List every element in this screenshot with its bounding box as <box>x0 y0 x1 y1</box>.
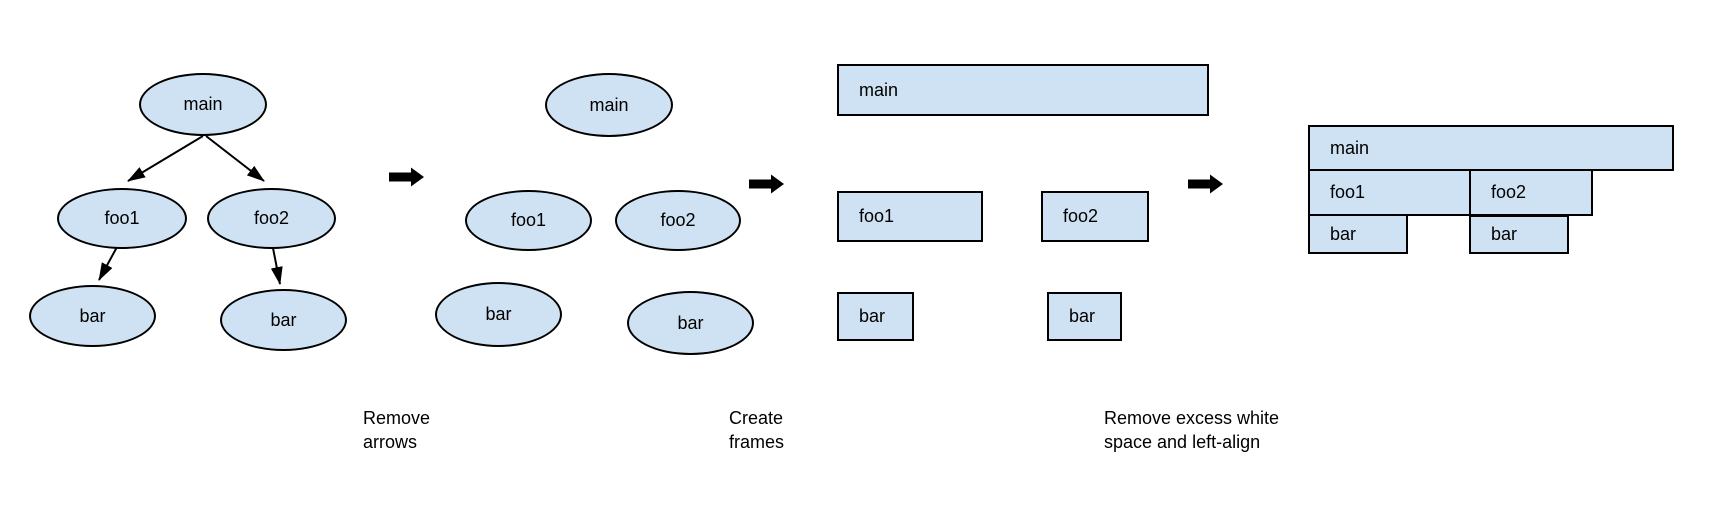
call-tree-node-foo2: foo2 <box>207 188 336 249</box>
call-tree-node-bar-right: bar <box>220 289 347 351</box>
call-tree-node-main: main <box>139 73 267 136</box>
call-tree-node-foo1: foo1 <box>57 188 187 249</box>
caption-remove-arrows: Remove arrows <box>363 406 430 454</box>
step3-right-arrow-icon <box>1188 174 1223 194</box>
caption-line: space and left-align <box>1104 432 1261 452</box>
no-arrows-node-foo2: foo2 <box>615 190 741 251</box>
caption-line: frames <box>729 432 785 452</box>
frames-rect-main: main <box>837 64 1209 116</box>
edge-main-foo1-arrow-icon <box>127 135 204 182</box>
frames-rect-foo2: foo2 <box>1041 191 1149 242</box>
caption-line: Remove excess white <box>1104 408 1280 428</box>
no-arrows-node-bar-left: bar <box>435 282 562 347</box>
call-tree-node-bar-left: bar <box>29 285 156 347</box>
caption-line: arrows <box>363 432 418 452</box>
no-arrows-node-bar-right: bar <box>627 291 754 355</box>
caption-left-align: Remove excess white space and left-align <box>1104 406 1279 454</box>
caption-line: Create <box>729 408 784 428</box>
frames-rect-foo1: foo1 <box>837 191 983 242</box>
step2-right-arrow-icon <box>749 174 784 194</box>
flame-frame-bar-right: bar <box>1469 215 1569 254</box>
edge-foo2-bar-arrow-icon <box>270 247 283 285</box>
flame-frame-foo2: foo2 <box>1469 169 1593 216</box>
caption-line: Remove <box>363 408 431 428</box>
no-arrows-node-main: main <box>545 73 673 137</box>
frames-rect-bar-left: bar <box>837 292 914 341</box>
caption-create-frames: Create frames <box>729 406 784 454</box>
flame-frame-foo1: foo1 <box>1308 169 1471 216</box>
edge-main-foo2-arrow-icon <box>205 135 265 182</box>
flame-frame-main: main <box>1308 125 1674 171</box>
no-arrows-node-foo1: foo1 <box>465 190 592 251</box>
frames-rect-bar-right: bar <box>1047 292 1122 341</box>
flame-frame-bar-left: bar <box>1308 214 1408 254</box>
step1-right-arrow-icon <box>389 167 424 187</box>
edge-foo1-bar-arrow-icon <box>98 246 118 281</box>
